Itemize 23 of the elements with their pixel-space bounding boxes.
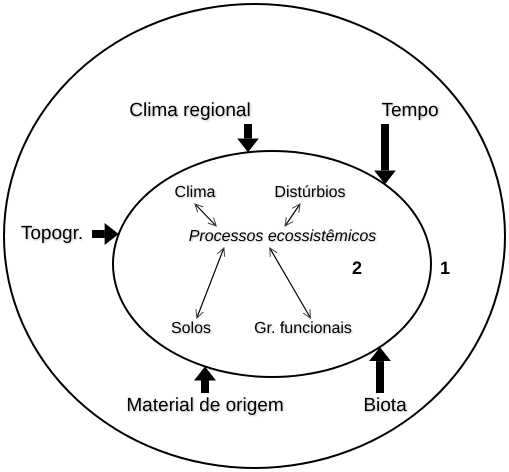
arrow [92,223,119,245]
zone-number: 1 [440,258,450,279]
factor-label: Clima regional [100,98,280,124]
factor-label: Distúrbios [260,182,360,204]
arrow [284,204,300,226]
circle-boundary [3,3,506,469]
factor-label: Biota [350,393,420,419]
factor-label: Clima [165,182,225,204]
arrow [374,124,396,184]
arrow [369,347,391,393]
factor-label: Processos ecossistêmicos [155,226,410,248]
circle-boundary [112,150,432,378]
zone-number: 2 [352,258,362,279]
arrow [237,124,259,152]
arrow [194,366,216,393]
arrow [269,248,312,318]
factor-label: Topogr. [12,221,92,247]
factor-label: Tempo [368,98,452,124]
factor-label: Material de origem [115,393,295,419]
arrow [194,204,217,226]
arrow [195,248,226,318]
factor-label: Gr. funcionais [228,318,378,340]
factor-label: Solos [162,318,220,340]
